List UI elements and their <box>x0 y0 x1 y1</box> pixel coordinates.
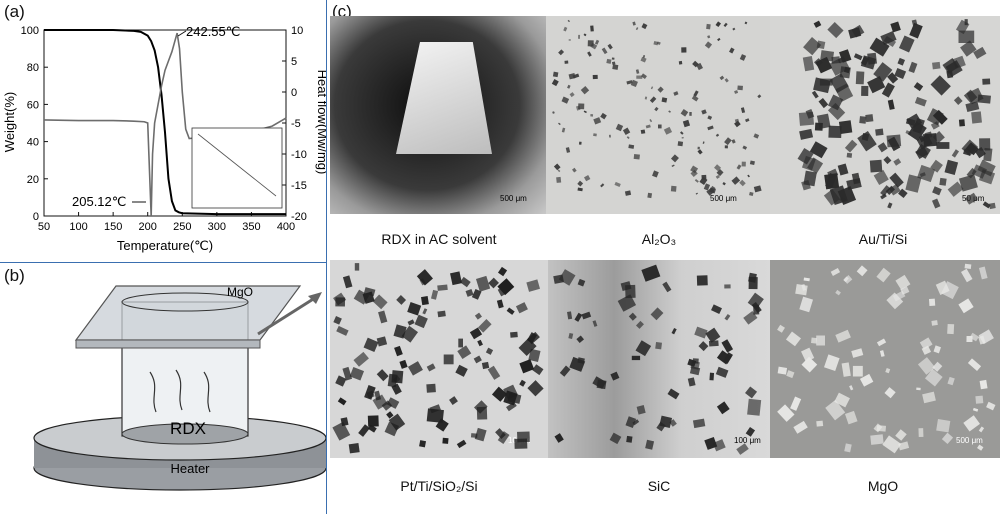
lid-label: MgO <box>227 285 253 299</box>
beaker-bottom <box>121 423 249 445</box>
y-left-tick-label: 20 <box>27 174 39 186</box>
scale-bar-3: 50 μm <box>962 194 985 203</box>
weight-line <box>44 29 286 216</box>
vertical-divider <box>326 0 327 514</box>
onset-annotation: 205.12℃ <box>72 194 126 209</box>
scale-bar-5: 100 μm <box>734 436 761 445</box>
x-tick-label: 350 <box>242 221 260 233</box>
inset-line <box>197 133 277 197</box>
micrograph-au-ti-si: 50 μm <box>770 16 1000 214</box>
horizontal-divider <box>0 262 326 263</box>
y-right-tick-label: -20 <box>291 211 307 223</box>
y-right-tick-label: -5 <box>291 118 301 130</box>
x-tick-label: 400 <box>277 221 295 233</box>
panel-b-label: (b) <box>4 266 25 285</box>
x-tick-label: 250 <box>173 221 191 233</box>
y-right-tick-label: -10 <box>291 149 307 161</box>
y-left-tick-label: 80 <box>27 62 39 74</box>
x-tick-label: 200 <box>139 221 157 233</box>
beaker-rim <box>121 292 249 312</box>
y-right-tick-label: 10 <box>291 25 303 37</box>
x-axis-title: Temperature(℃) <box>117 238 213 253</box>
y-left-tick-label: 100 <box>21 25 39 37</box>
pointer-arrow-head <box>308 292 322 304</box>
inset-plot <box>191 127 283 209</box>
caption-rdx-solvent: RDX in AC solvent <box>381 231 497 247</box>
heater-label: Heater <box>170 461 210 476</box>
y-right-tick-label: -15 <box>291 180 307 192</box>
caption-mgo: MgO <box>867 478 899 494</box>
micrograph-pt-ti-sio2-si: 10 μm <box>330 260 548 458</box>
caption-sic: SiC <box>647 478 671 494</box>
y-axis-right-title: Heat flow(Mw/mg) <box>315 70 326 175</box>
pointer-arrow <box>257 294 319 336</box>
peak-arrow <box>177 30 187 37</box>
y-left-tick-label: 40 <box>27 137 39 149</box>
crystal-large <box>396 42 492 154</box>
peak-annotation: 242.55℃ <box>186 24 240 39</box>
caption-al2o3: Al₂O₃ <box>641 231 677 247</box>
micrograph-rdx-solvent: 500 μm <box>330 16 546 214</box>
vapor-arrow-3 <box>203 371 211 413</box>
micrograph-al2o3: 500 μm <box>546 16 770 214</box>
x-tick-label: 300 <box>208 221 226 233</box>
scale-bar-6: 500 μm <box>956 436 983 445</box>
scale-bar-1: 500 μm <box>500 194 527 203</box>
caption-au-ti-si: Au/Ti/Si <box>858 231 908 247</box>
x-tick-label: 50 <box>38 221 50 233</box>
y-left-tick-label: 0 <box>33 211 39 223</box>
scale-bar-4: 10 μm <box>508 436 531 445</box>
y-right-tick-label: 5 <box>291 56 297 68</box>
panel-a-label: (a) <box>4 2 25 21</box>
micrograph-mgo: 500 μm <box>770 260 1000 458</box>
vapor-arrow-2 <box>175 369 183 411</box>
x-tick-label: 100 <box>69 221 87 233</box>
mgo-lid-edge <box>75 339 261 349</box>
vapor-arrow-1 <box>149 371 157 413</box>
y-axis-left-title: Weight(%) <box>2 92 17 152</box>
sample-label: RDX <box>170 419 206 438</box>
scale-bar-2: 500 μm <box>710 194 737 203</box>
y-left-tick-label: 60 <box>27 99 39 111</box>
micrograph-sic: 100 μm <box>548 260 770 458</box>
caption-pt-ti-sio2-si: Pt/Ti/SiO₂/Si <box>400 478 478 494</box>
x-tick-label: 150 <box>104 221 122 233</box>
setup-schematic: Heater RDX MgO <box>33 285 326 491</box>
y-right-tick-label: 0 <box>291 87 297 99</box>
mgo-lid <box>74 285 302 341</box>
